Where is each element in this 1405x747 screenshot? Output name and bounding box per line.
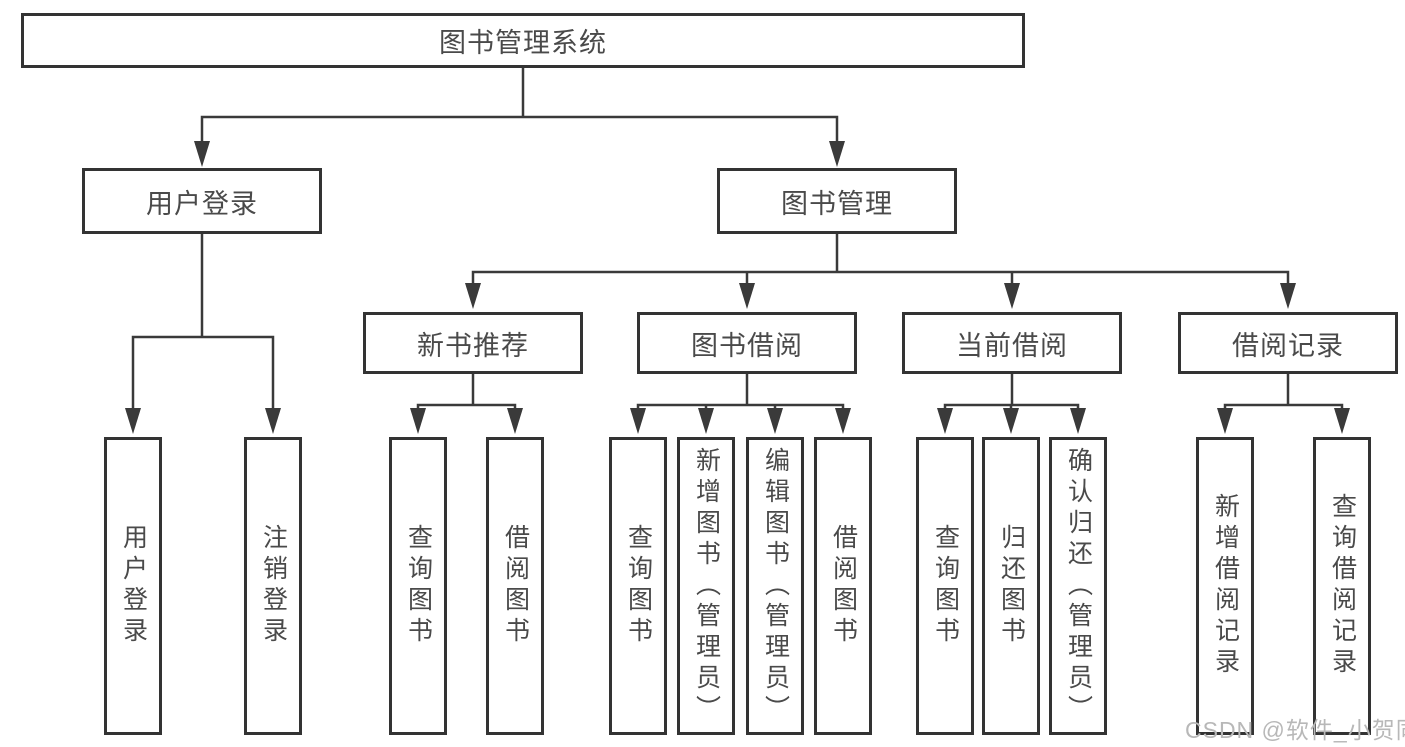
leaf-borrow-borrow-label: 借阅图书 <box>829 524 858 648</box>
leaf-current-return-label: 归还图书 <box>997 524 1026 648</box>
connector-book-borrow-to-leaves <box>630 374 851 434</box>
leaf-borrow-query-label: 查询图书 <box>624 524 653 648</box>
leaf-current-return: 归还图书 <box>982 437 1040 735</box>
node-book-management-label: 图书管理 <box>781 188 893 219</box>
node-user-login: 用户登录 <box>82 168 322 234</box>
connector-root-to-level2 <box>194 68 845 167</box>
node-new-book-recommend-label: 新书推荐 <box>417 330 529 361</box>
leaf-records-query-label: 查询借阅记录 <box>1328 493 1357 679</box>
leaf-borrow-edit-admin: 编辑图书（管理员） <box>746 437 804 735</box>
node-book-borrow: 图书借阅 <box>637 312 857 374</box>
csdn-watermark: CSDN @软件_小贺同学 <box>1185 717 1405 743</box>
leaf-borrow-add-admin-label: 新增图书（管理员） <box>692 446 721 726</box>
node-borrow-records: 借阅记录 <box>1178 312 1398 374</box>
node-user-login-label: 用户登录 <box>146 188 258 219</box>
connector-book-management-to-level3 <box>465 234 1296 309</box>
leaf-borrow-borrow: 借阅图书 <box>814 437 872 735</box>
root-node-library-system: 图书管理系统 <box>21 13 1025 68</box>
leaf-borrow-edit-admin-label: 编辑图书（管理员） <box>761 446 790 726</box>
leaf-current-query: 查询图书 <box>916 437 974 735</box>
connector-user-login-to-leaves <box>125 234 281 434</box>
leaf-borrow-add-admin: 新增图书（管理员） <box>677 437 735 735</box>
connector-current-borrow-to-leaves <box>937 374 1086 434</box>
root-node-label: 图书管理系统 <box>439 28 607 58</box>
leaf-current-confirm-admin-label: 确认归还（管理员） <box>1064 446 1093 726</box>
connector-new-books-to-leaves <box>410 374 523 434</box>
node-book-borrow-label: 图书借阅 <box>691 330 803 361</box>
leaf-records-add: 新增借阅记录 <box>1196 437 1254 735</box>
leaf-current-confirm-admin: 确认归还（管理员） <box>1049 437 1107 735</box>
leaf-new-books-borrow: 借阅图书 <box>486 437 544 735</box>
node-borrow-records-label: 借阅记录 <box>1232 330 1344 361</box>
leaf-current-query-label: 查询图书 <box>931 524 960 648</box>
node-current-borrow-label: 当前借阅 <box>956 330 1068 361</box>
leaf-new-books-borrow-label: 借阅图书 <box>501 524 530 648</box>
leaf-records-query: 查询借阅记录 <box>1313 437 1371 735</box>
leaf-new-books-query-label: 查询图书 <box>404 524 433 648</box>
node-book-management: 图书管理 <box>717 168 957 234</box>
leaf-records-add-label: 新增借阅记录 <box>1211 493 1240 679</box>
leaf-new-books-query: 查询图书 <box>389 437 447 735</box>
leaf-user-login: 用户登录 <box>104 437 162 735</box>
leaf-user-login-label: 用户登录 <box>119 524 148 648</box>
connector-borrow-records-to-leaves <box>1217 374 1350 434</box>
leaf-logout-label: 注销登录 <box>259 524 288 648</box>
leaf-borrow-query: 查询图书 <box>609 437 667 735</box>
node-current-borrow: 当前借阅 <box>902 312 1122 374</box>
leaf-logout: 注销登录 <box>244 437 302 735</box>
node-new-book-recommend: 新书推荐 <box>363 312 583 374</box>
